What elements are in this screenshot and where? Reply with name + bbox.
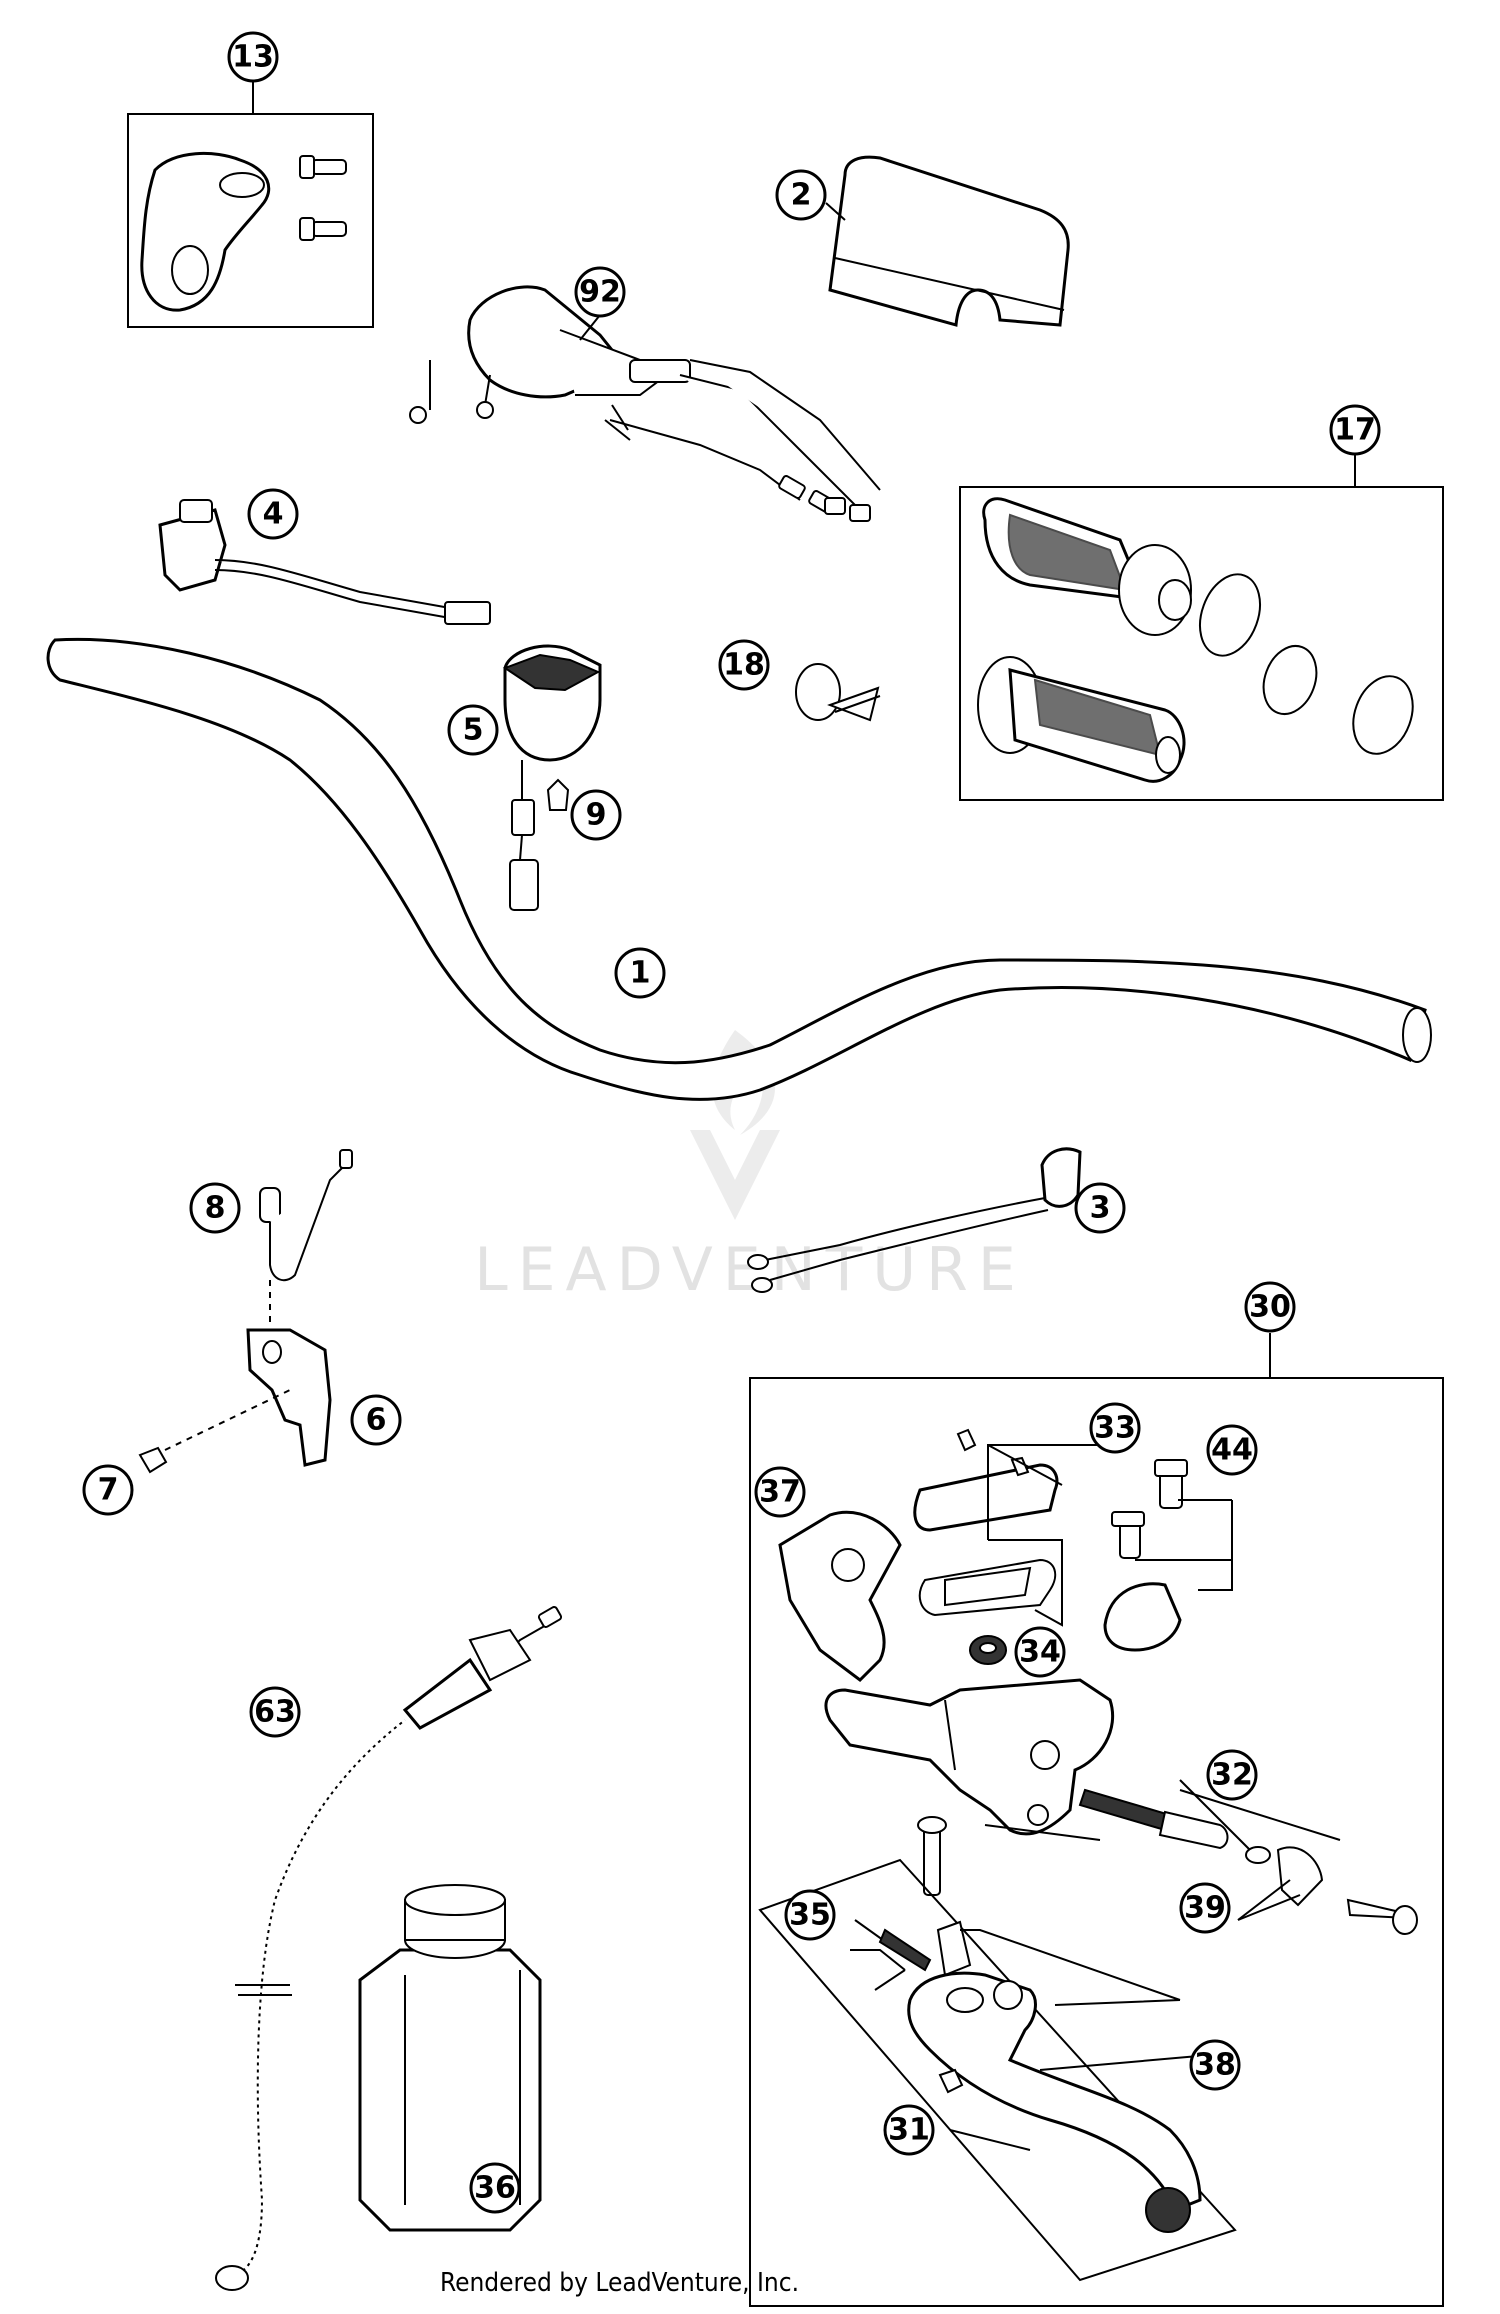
handlebar bbox=[46, 637, 1432, 1101]
callout-30: 30 bbox=[1244, 1281, 1296, 1333]
footer-credit: Rendered by LeadVenture, Inc. bbox=[440, 2268, 800, 2298]
svg-text:4: 4 bbox=[263, 497, 284, 532]
svg-text:44: 44 bbox=[1211, 1433, 1253, 1468]
svg-text:39: 39 bbox=[1184, 1891, 1226, 1926]
svg-text:7: 7 bbox=[98, 1473, 119, 1508]
callout-4: 4 bbox=[247, 488, 299, 540]
svg-text:8: 8 bbox=[205, 1191, 226, 1226]
group-17-box bbox=[959, 486, 1444, 801]
svg-text:6: 6 bbox=[366, 1403, 387, 1438]
callout-31: 31 bbox=[883, 2104, 935, 2156]
svg-text:92: 92 bbox=[579, 275, 621, 310]
callout-44: 44 bbox=[1206, 1424, 1258, 1476]
callout-3: 3 bbox=[1074, 1182, 1126, 1234]
callout-13: 13 bbox=[227, 31, 279, 83]
front-brake-switch-assembly bbox=[138, 1149, 353, 1474]
svg-text:9: 9 bbox=[586, 798, 607, 833]
group-30-box bbox=[749, 1377, 1444, 2307]
svg-text:35: 35 bbox=[789, 1898, 831, 1933]
callout-8: 8 bbox=[189, 1182, 241, 1234]
callout-39: 39 bbox=[1179, 1882, 1231, 1934]
svg-text:32: 32 bbox=[1211, 1758, 1253, 1793]
callout-32: 32 bbox=[1206, 1749, 1258, 1801]
svg-text:33: 33 bbox=[1094, 1411, 1136, 1446]
watermark-text: LEADVENTURE bbox=[474, 1235, 1026, 1305]
svg-text:5: 5 bbox=[463, 713, 484, 748]
cable-tie bbox=[795, 663, 881, 722]
callout-38: 38 bbox=[1189, 2039, 1241, 2091]
callout-17: 17 bbox=[1329, 404, 1381, 456]
svg-text:30: 30 bbox=[1249, 1290, 1291, 1325]
callout-7: 7 bbox=[82, 1464, 134, 1516]
svg-text:37: 37 bbox=[759, 1475, 801, 1510]
callout-18: 18 bbox=[718, 639, 770, 691]
callout-9: 9 bbox=[570, 789, 622, 841]
group-13-box bbox=[127, 113, 374, 328]
svg-text:34: 34 bbox=[1019, 1635, 1061, 1670]
throttle-housing bbox=[409, 285, 881, 522]
svg-text:31: 31 bbox=[888, 2113, 930, 2148]
leadventure-watermark: LEADVENTURE bbox=[474, 1030, 1026, 1305]
svg-text:3: 3 bbox=[1090, 1191, 1111, 1226]
clutch-switch bbox=[747, 1147, 1082, 1293]
callout-1: 1 bbox=[614, 947, 666, 999]
callout-63: 63 bbox=[249, 1686, 301, 1738]
callout-34: 34 bbox=[1014, 1626, 1066, 1678]
svg-text:63: 63 bbox=[254, 1695, 296, 1730]
brake-fluid-bottle bbox=[358, 1884, 542, 2232]
callout-5: 5 bbox=[447, 704, 499, 756]
callout-37: 37 bbox=[754, 1466, 806, 1518]
callout-6: 6 bbox=[350, 1394, 402, 1446]
svg-text:36: 36 bbox=[474, 2171, 516, 2206]
leader-lines bbox=[252, 82, 1356, 2151]
callout-35: 35 bbox=[784, 1889, 836, 1941]
callout-92: 92 bbox=[574, 266, 626, 318]
svg-text:38: 38 bbox=[1194, 2048, 1236, 2083]
svg-text:1: 1 bbox=[630, 956, 651, 991]
callout-2: 2 bbox=[775, 169, 827, 221]
handlebar-switch bbox=[502, 644, 602, 911]
callout-33: 33 bbox=[1089, 1402, 1141, 1454]
svg-text:18: 18 bbox=[723, 648, 765, 683]
handlebar-pad bbox=[828, 155, 1070, 327]
svg-text:2: 2 bbox=[791, 178, 812, 213]
kill-switch bbox=[158, 499, 491, 625]
brake-hose bbox=[215, 1606, 563, 2291]
svg-text:13: 13 bbox=[232, 40, 274, 75]
callout-36: 36 bbox=[469, 2162, 521, 2214]
svg-text:17: 17 bbox=[1334, 413, 1376, 448]
